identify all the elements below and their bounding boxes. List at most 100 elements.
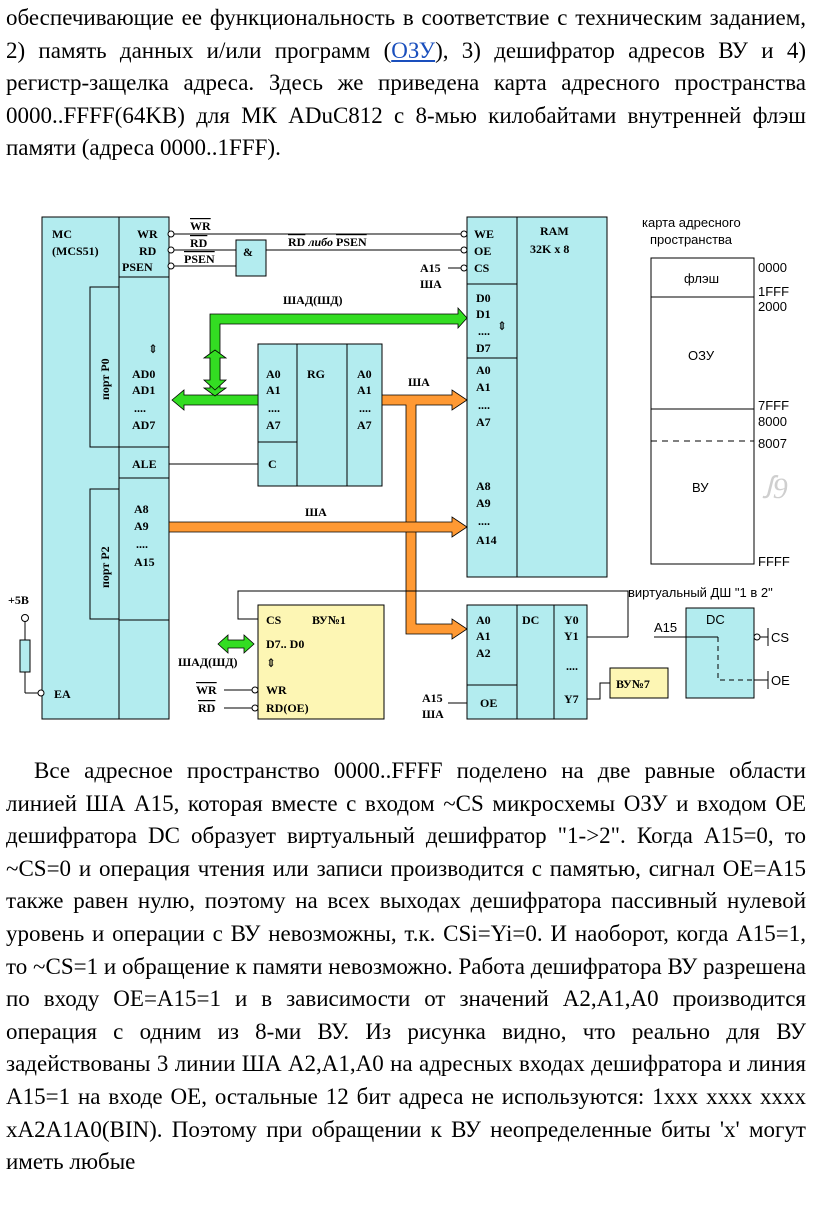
rg-in-dots: ....: [268, 401, 280, 415]
map-vu-region: ВУ: [692, 480, 709, 495]
ram-oe-pin: OE: [474, 244, 491, 258]
and-gate-symbol: &: [243, 245, 253, 259]
wr-signal-label: WR: [190, 219, 211, 233]
dc-oe-pin: OE: [480, 696, 497, 710]
vu1-bidir-icon: ⇕: [266, 656, 276, 670]
rg-title: RG: [307, 367, 325, 381]
ram-d1: D1: [476, 307, 491, 321]
mc-a9: A9: [134, 519, 149, 533]
vu1-cs-pin: CS: [266, 613, 282, 627]
ram-chip: [466, 216, 608, 578]
mc-subtitle: (MCS51): [52, 244, 99, 258]
map-addr-1fff: 1FFF: [758, 284, 789, 299]
shad-bus-label: ШАД(ШД): [283, 293, 343, 307]
ram-a1: A1: [476, 380, 491, 394]
port-p0-block: [89, 286, 120, 448]
mc-ad1: AD1: [132, 383, 155, 397]
virtual-dc-block: [685, 607, 755, 699]
virtual-dc-title: виртуальный ДШ "1 в 2": [628, 585, 773, 600]
port-p0-bidir-icon: ⇕: [148, 342, 158, 356]
dc-y1: Y1: [564, 629, 579, 643]
map-addr-ffff: FFFF: [758, 554, 790, 569]
ram-d-dots: ....: [478, 324, 490, 338]
port-p2-block: [89, 488, 120, 620]
vu7-chip: [609, 667, 669, 699]
intro-text-start: обеспечивающие ее функциональность в соо…: [6, 5, 806, 63]
rg-in-a1: A1: [266, 383, 281, 397]
port-p0-label: порт P0: [98, 358, 112, 400]
mc-a8: A8: [134, 502, 149, 516]
memory-interface-diagram: MC (MCS51) WR RD PSEN порт P0 ⇕ AD0 AD1 …: [8, 215, 790, 721]
mc-psen-pin: PSEN: [122, 260, 153, 274]
dc-y-dots: ....: [566, 659, 578, 673]
vu7-label: ВУ№7: [616, 677, 650, 691]
dc-title: DC: [522, 613, 539, 627]
ram-cs-sha: ША: [420, 277, 442, 291]
psen-signal-label: PSEN: [184, 252, 215, 266]
virtual-cs-label: CS: [771, 630, 789, 645]
rg-out-a1: A1: [357, 383, 372, 397]
map-flash-region: флэш: [684, 271, 719, 286]
dc-a0: A0: [476, 613, 491, 627]
dc-decoder: [466, 604, 588, 720]
map-addr-8007: 8007: [758, 436, 787, 451]
ram-cs-a15: A15: [420, 261, 441, 275]
mc-ale: ALE: [132, 457, 157, 471]
ozu-link[interactable]: ОЗУ: [391, 37, 436, 63]
vu1-data-pins: D7.. D0: [266, 637, 304, 651]
explanation-paragraph: Все адресное пространство 0000..FFFF под…: [6, 758, 806, 1175]
sha-bus-label-2: ША: [305, 505, 327, 519]
ram-title: RAM: [540, 224, 569, 238]
mc-title: MC: [52, 227, 72, 241]
vu1-wr-signal: WR: [196, 683, 217, 697]
address-map: [650, 257, 755, 565]
rg-clock-c: C: [268, 457, 277, 471]
dc-a2: A2: [476, 646, 491, 660]
dc-y0: Y0: [564, 613, 579, 627]
vu1-wr-pin: WR: [266, 683, 287, 697]
map-addr-8000: 8000: [758, 414, 787, 429]
mc-ad7: AD7: [132, 418, 155, 432]
vu1-shad-label: ШАД(ШД): [178, 655, 238, 669]
map-ozu-region: ОЗУ: [688, 348, 715, 363]
ram-a14: A14: [476, 533, 497, 547]
pullup-resistor: [19, 639, 31, 673]
virtual-a15-label: A15: [654, 620, 677, 635]
vu1-chip: [257, 604, 385, 720]
orange-address-bus: [168, 389, 468, 640]
rg-in-a7: A7: [266, 418, 281, 432]
ram-d0: D0: [476, 291, 491, 305]
ram-size: 32K x 8: [530, 242, 569, 256]
map-addr-0000: 0000: [758, 260, 787, 275]
virtual-dc-label: DC: [706, 612, 725, 627]
vu1-rd-pin: RD(OE): [266, 701, 309, 715]
ram-cs-pin: CS: [474, 261, 490, 275]
map-title-line1: карта адресного: [642, 215, 741, 230]
vu1-rd-signal: RD: [198, 701, 216, 715]
ram-data-bidir-icon: ⇕: [497, 319, 507, 333]
rg-out-a7: A7: [357, 418, 372, 432]
intro-text-end: ), 3) дешифратор адресов ВУ и 4) регистр…: [6, 37, 806, 161]
sha-bus-label-1: ША: [408, 375, 430, 389]
rg-latch: [257, 343, 383, 487]
rg-out-dots: ....: [359, 401, 371, 415]
mc-a15: A15: [134, 555, 155, 569]
ram-a-dots: ....: [478, 398, 490, 412]
green-data-bus: [171, 306, 468, 411]
rg-out-a0: A0: [357, 367, 372, 381]
ram-a0: A0: [476, 363, 491, 377]
rd-or-psen-label: RD либо PSEN: [288, 235, 367, 249]
map-title-line2: пространства: [650, 232, 733, 247]
vu1-title: ВУ№1: [312, 613, 346, 627]
mc-ad0: AD0: [132, 367, 155, 381]
dc-y7: Y7: [564, 692, 579, 706]
plus5v-label: +5B: [8, 593, 29, 607]
ram-a7: A7: [476, 415, 491, 429]
dc-oe-a15: A15: [422, 691, 443, 705]
and-gate: [235, 239, 267, 277]
ram-we-pin: WE: [474, 227, 494, 241]
map-addr-7fff: 7FFF: [758, 398, 789, 413]
ram-a8: A8: [476, 479, 491, 493]
mc-wr-pin: WR: [137, 227, 158, 241]
intro-paragraph: обеспечивающие ее функциональность в соо…: [6, 2, 806, 165]
